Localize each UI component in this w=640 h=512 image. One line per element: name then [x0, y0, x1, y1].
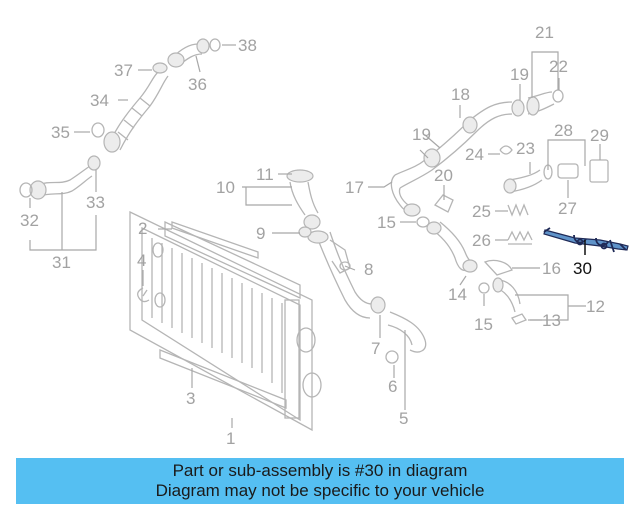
leader-lines — [29, 44, 601, 428]
callout-labels: 1 2 3 4 5 6 7 8 9 10 11 12 13 14 15 15 1… — [20, 23, 609, 448]
right-misc-parts — [499, 145, 609, 245]
callout-36: 36 — [188, 75, 207, 94]
callout-13: 13 — [542, 311, 561, 330]
banner-line-1: Part or sub-assembly is #30 in diagram — [172, 461, 468, 480]
callout-16: 16 — [542, 259, 561, 278]
callout-31: 31 — [52, 253, 71, 272]
callout-29: 29 — [590, 126, 609, 145]
callout-24: 24 — [465, 145, 484, 164]
callout-19b: 19 — [510, 65, 529, 84]
callout-19a: 19 — [412, 125, 431, 144]
callout-20: 20 — [434, 166, 453, 185]
callout-5: 5 — [399, 409, 408, 428]
callout-18: 18 — [451, 85, 470, 104]
lower-left-hose — [19, 155, 101, 200]
intercooler — [129, 210, 322, 432]
callout-6: 6 — [388, 377, 397, 396]
callout-23: 23 — [516, 139, 535, 158]
callout-7: 7 — [371, 339, 380, 358]
callout-12: 12 — [586, 297, 605, 316]
callout-10: 10 — [216, 178, 235, 197]
callout-38: 38 — [238, 36, 257, 55]
callout-30: 30 — [573, 259, 592, 278]
callout-1: 1 — [226, 429, 235, 448]
callout-3: 3 — [186, 389, 195, 408]
air-deflector-lower — [159, 349, 287, 409]
right-upper-hose — [390, 89, 564, 217]
highlighted-part-30 — [543, 227, 629, 253]
parts-diagram: 1 2 3 4 5 6 7 8 9 10 11 12 13 14 15 15 1… — [19, 23, 629, 448]
right-lower-parts — [478, 277, 527, 325]
callout-14: 14 — [448, 285, 467, 304]
callout-4: 4 — [137, 251, 146, 270]
callout-28: 28 — [554, 121, 573, 140]
info-banner: Part or sub-assembly is #30 in diagram D… — [16, 458, 624, 504]
callout-17: 17 — [345, 178, 364, 197]
air-deflector-upper — [171, 221, 259, 259]
callout-15a: 15 — [377, 213, 396, 232]
clip-part-4 — [137, 287, 150, 303]
upper-left-hose — [91, 38, 221, 153]
callout-15b: 15 — [474, 315, 493, 334]
callout-32: 32 — [20, 211, 39, 230]
callout-22: 22 — [549, 57, 568, 76]
callout-2: 2 — [138, 219, 147, 238]
callout-25: 25 — [472, 202, 491, 221]
banner-line-2: Diagram may not be specific to your vehi… — [155, 481, 485, 500]
callout-8: 8 — [364, 260, 373, 279]
callout-33: 33 — [86, 193, 105, 212]
right-middle-hose — [416, 216, 513, 276]
callout-27: 27 — [558, 199, 577, 218]
callout-11: 11 — [256, 165, 274, 184]
callout-35: 35 — [51, 123, 70, 142]
callout-9: 9 — [256, 224, 265, 243]
callout-37: 37 — [114, 61, 133, 80]
callout-26: 26 — [472, 231, 491, 250]
callout-21: 21 — [535, 23, 554, 42]
callout-34: 34 — [90, 91, 109, 110]
